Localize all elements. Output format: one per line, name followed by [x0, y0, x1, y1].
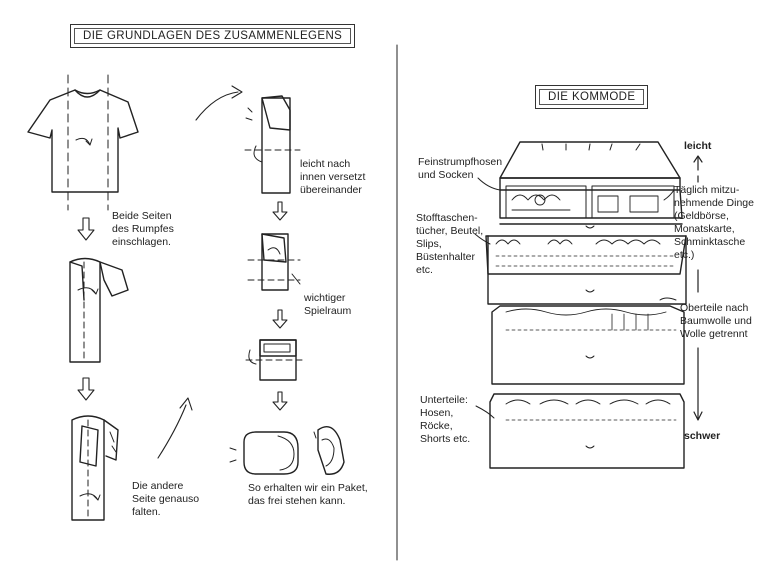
leader-line: [475, 234, 490, 244]
note-tops: Oberteile nach Baumwolle und Wolle getre…: [680, 302, 752, 340]
fold-step3-illustration: [245, 96, 300, 193]
down-arrow-icon: [273, 392, 287, 410]
fold-step4-illustration: [248, 234, 300, 290]
curved-arrow-head-icon: [232, 86, 242, 98]
right-panel-title: DIE KOMMODE: [535, 85, 649, 109]
curved-arrow-icon: [158, 405, 186, 458]
dresser-illustration: [486, 142, 686, 468]
note-step1: Beide Seiten des Rumpfes einschlagen.: [112, 210, 174, 248]
note-step5: So erhalten wir ein Paket, das frei steh…: [248, 482, 368, 507]
note-step2: Die andere Seite genauso falten.: [132, 480, 200, 518]
down-arrow-icon: [273, 310, 287, 328]
curved-arrow-icon: [196, 92, 238, 120]
note-bottoms: Unterteile: Hosen, Röcke, Shorts etc.: [420, 394, 471, 445]
note-step3: leicht nach innen versetzt übereinander: [300, 158, 366, 196]
curved-arrow-head-icon: [180, 398, 192, 410]
folded-package-illustration: [230, 427, 344, 475]
axis-label-top: leicht: [684, 140, 712, 152]
left-panel-title: DIE GRUNDLAGEN DES ZUSAMMENLEGENS: [70, 24, 356, 48]
tshirt-fold-step2-illustration: [72, 416, 118, 520]
leader-line: [476, 406, 494, 418]
down-arrow-icon: [78, 218, 94, 240]
fold-step5-illustration: [246, 340, 306, 380]
axis-label-bottom: schwer: [684, 430, 721, 442]
note-handkerchiefs: Stofftaschen- tücher, Beutel, Slips, Büs…: [416, 212, 484, 276]
leader-line: [664, 190, 674, 200]
note-step4: wichtiger Spielraum: [304, 292, 352, 317]
weight-axis-arrow: [694, 156, 702, 420]
leader-line: [478, 178, 500, 190]
leader-line: [660, 298, 676, 300]
down-arrow-icon: [78, 378, 94, 400]
tshirt-flat-illustration: [28, 75, 138, 210]
down-arrow-icon: [273, 202, 287, 220]
note-stockings: Feinstrumpfhosen und Socken: [418, 156, 503, 181]
note-daily-items: Täglich mitzu- nehmende Dinge (Geldbörse…: [674, 184, 754, 261]
tshirt-fold-step1-illustration: [70, 259, 128, 363]
